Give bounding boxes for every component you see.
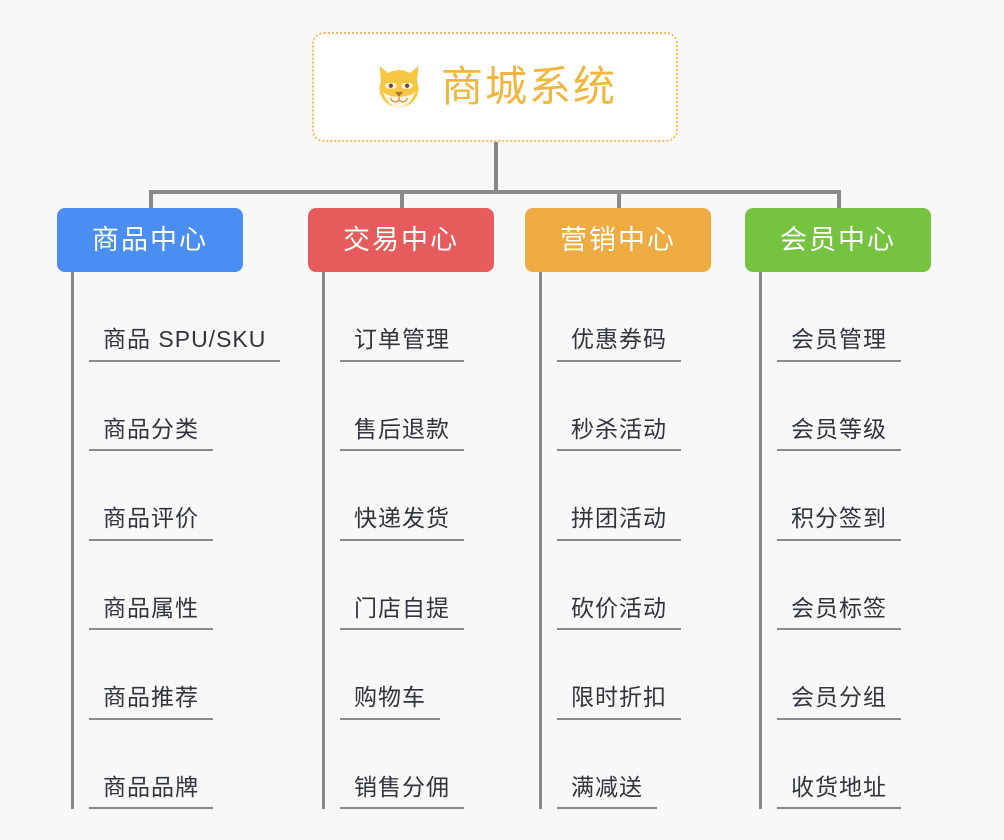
leaf-label: 砍价活动 — [557, 595, 681, 630]
leaf-item[interactable]: 门店自提 — [340, 541, 540, 630]
leaf-item[interactable]: 商品 SPU/SKU — [89, 272, 289, 362]
leaf-label: 销售分佣 — [340, 774, 464, 809]
leaf-list-marketing-center: 优惠券码 秒杀活动 拼团活动 砍价活动 限时折扣 满减送 — [539, 272, 757, 809]
leaf-item[interactable]: 收货地址 — [777, 720, 977, 809]
leaf-label: 会员分组 — [777, 684, 901, 720]
category-box-member-center[interactable]: 会员中心 — [745, 208, 931, 272]
branch-marketing-center: 营销中心 优惠券码 秒杀活动 拼团活动 砍价活动 限时折扣 满减送 — [525, 208, 757, 809]
connector-horizontal-bus — [149, 190, 841, 194]
leaf-item[interactable]: 会员标签 — [777, 541, 977, 630]
leaf-label: 订单管理 — [340, 326, 464, 362]
connector-drop-marketing-center — [617, 190, 621, 212]
leaf-label: 购物车 — [340, 684, 440, 720]
leaf-item[interactable]: 拼团活动 — [557, 451, 757, 541]
category-box-trade-center[interactable]: 交易中心 — [308, 208, 494, 272]
leaf-item[interactable]: 购物车 — [340, 630, 540, 720]
leaf-item[interactable]: 限时折扣 — [557, 630, 757, 720]
category-label: 商品中心 — [92, 224, 208, 255]
category-label: 交易中心 — [343, 224, 459, 255]
leaf-item[interactable]: 订单管理 — [340, 272, 540, 362]
leaf-item[interactable]: 会员等级 — [777, 362, 977, 451]
leaf-label: 商品推荐 — [89, 684, 213, 720]
leaf-label: 商品 SPU/SKU — [89, 326, 281, 362]
root-title: 商城系统 — [440, 63, 617, 110]
leaf-label: 售后退款 — [340, 416, 464, 451]
leaf-list-product-center: 商品 SPU/SKU 商品分类 商品评价 商品属性 商品推荐 商品品牌 — [71, 272, 289, 809]
connector-drop-trade-center — [400, 190, 404, 212]
leaf-label: 商品评价 — [89, 505, 213, 541]
branch-product-center: 商品中心 商品 SPU/SKU 商品分类 商品评价 商品属性 商品推荐 商品品牌 — [57, 208, 289, 809]
root-node-shopping-mall-system[interactable]: 商城系统 — [312, 32, 678, 142]
leaf-item[interactable]: 秒杀活动 — [557, 362, 757, 451]
leaf-label: 门店自提 — [340, 595, 464, 630]
connector-drop-member-center — [837, 190, 841, 212]
leaf-label: 会员等级 — [777, 416, 901, 451]
leaf-label: 商品分类 — [89, 416, 213, 451]
connector-root-stub — [494, 142, 498, 192]
connector-drop-product-center — [149, 190, 153, 212]
leaf-label: 会员标签 — [777, 595, 901, 630]
leaf-label: 商品属性 — [89, 595, 213, 630]
leaf-label: 积分签到 — [777, 505, 901, 541]
leaf-item[interactable]: 销售分佣 — [340, 720, 540, 809]
branch-member-center: 会员中心 会员管理 会员等级 积分签到 会员标签 会员分组 收货地址 — [745, 208, 977, 809]
leaf-label: 满减送 — [557, 774, 657, 809]
leaf-label: 拼团活动 — [557, 505, 681, 541]
leaf-label: 快递发货 — [340, 505, 464, 541]
leaf-label: 商品品牌 — [89, 774, 213, 809]
leaf-item[interactable]: 商品属性 — [89, 541, 289, 630]
leaf-item[interactable]: 积分签到 — [777, 451, 977, 541]
leaf-item[interactable]: 优惠券码 — [557, 272, 757, 362]
category-box-product-center[interactable]: 商品中心 — [57, 208, 243, 272]
leaf-label: 收货地址 — [777, 774, 901, 809]
leaf-label: 会员管理 — [777, 326, 901, 362]
category-label: 营销中心 — [560, 224, 676, 255]
category-box-marketing-center[interactable]: 营销中心 — [525, 208, 711, 272]
leaf-item[interactable]: 商品推荐 — [89, 630, 289, 720]
leaf-list-member-center: 会员管理 会员等级 积分签到 会员标签 会员分组 收货地址 — [759, 272, 977, 809]
leaf-item[interactable]: 商品品牌 — [89, 720, 289, 809]
leaf-item[interactable]: 满减送 — [557, 720, 757, 809]
leaf-item[interactable]: 快递发货 — [340, 451, 540, 541]
leaf-label: 限时折扣 — [557, 684, 681, 720]
leaf-list-trade-center: 订单管理 售后退款 快递发货 门店自提 购物车 销售分佣 — [322, 272, 540, 809]
leaf-item[interactable]: 售后退款 — [340, 362, 540, 451]
leaf-item[interactable]: 砍价活动 — [557, 541, 757, 630]
shiba-dog-face-icon — [379, 65, 419, 109]
leaf-item[interactable]: 会员管理 — [777, 272, 977, 362]
leaf-item[interactable]: 会员分组 — [777, 630, 977, 720]
leaf-label: 优惠券码 — [557, 326, 681, 362]
leaf-item[interactable]: 商品评价 — [89, 451, 289, 541]
leaf-label: 秒杀活动 — [557, 416, 681, 451]
leaf-item[interactable]: 商品分类 — [89, 362, 289, 451]
branch-trade-center: 交易中心 订单管理 售后退款 快递发货 门店自提 购物车 销售分佣 — [308, 208, 540, 809]
category-label: 会员中心 — [780, 224, 896, 255]
